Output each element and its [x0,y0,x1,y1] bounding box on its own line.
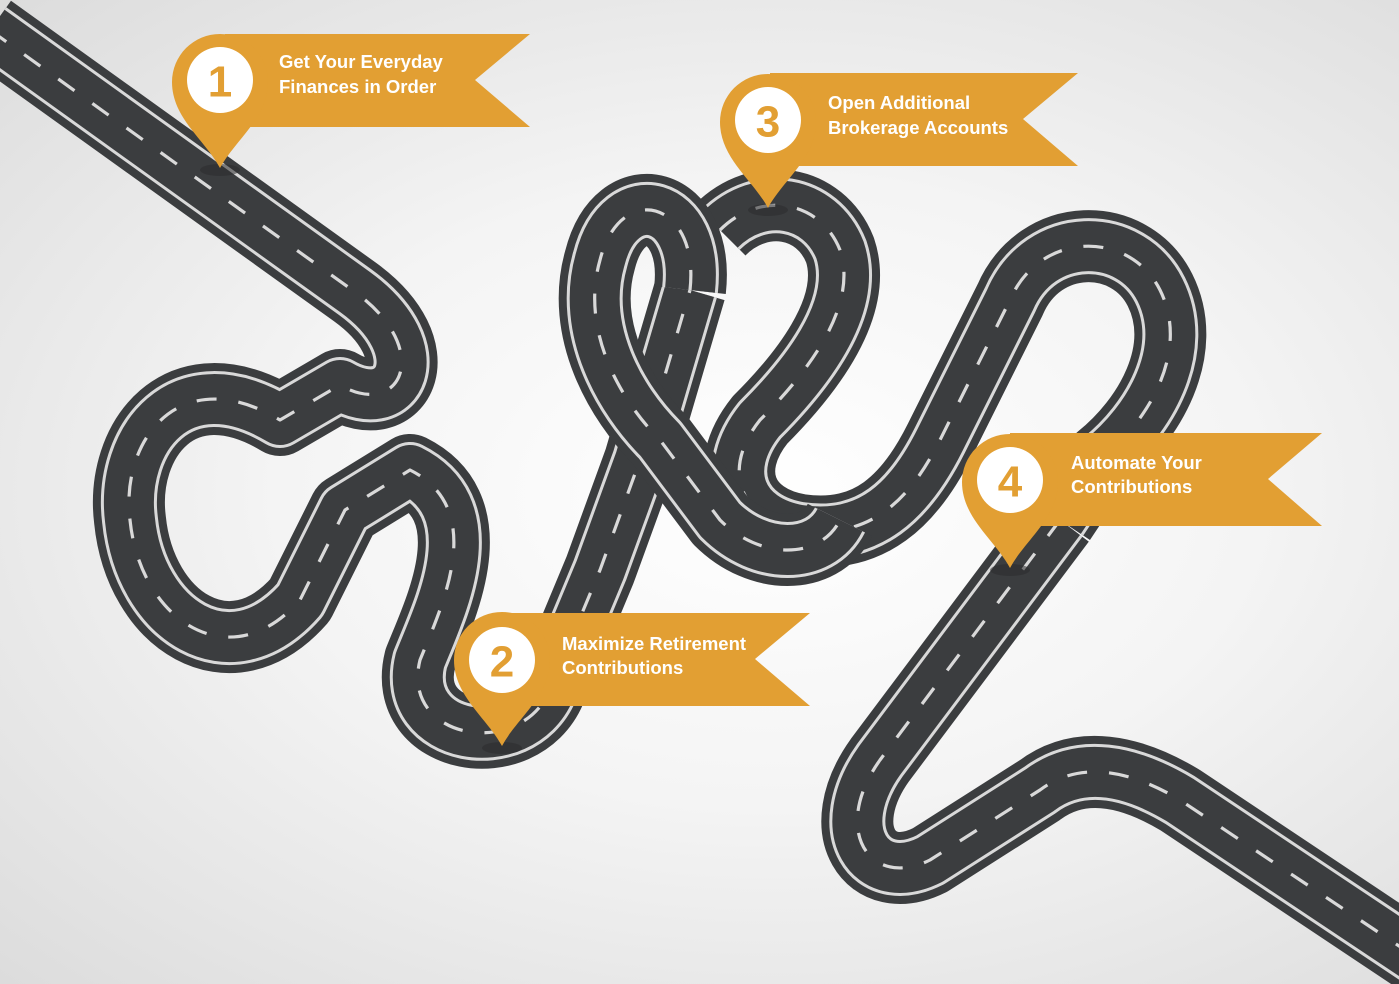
step-2-number: 2 [490,638,514,687]
step-2-label-line2: Contributions [562,657,683,678]
step-4-label-line1: Automate Your [1071,452,1202,473]
step-3-number: 3 [756,98,780,147]
step-4-label-line2: Contributions [1071,476,1192,497]
step-4-marker: 4 Automate Your Contributions [962,433,1322,576]
step-2-banner [505,613,810,706]
step-1-marker: 1 Get Your Everyday Finances in Order [172,34,530,176]
step-2-label-line1: Maximize Retirement [562,633,746,654]
step-4-banner [1010,433,1322,526]
step-3-label-line2: Brokerage Accounts [828,117,1008,138]
step-1-label-line2: Finances in Order [279,76,436,97]
road-segment-3 [558,174,873,586]
road-segment-1 [0,0,725,769]
step-3-banner [770,73,1078,166]
step-3-label-line1: Open Additional [828,92,970,113]
step-3-marker: 3 Open Additional Brokerage Accounts [720,73,1078,216]
step-2-marker: 2 Maximize Retirement Contributions [454,612,810,754]
step-1-label-line1: Get Your Everyday [279,51,444,72]
step-1-banner [225,34,530,127]
step-1-number: 1 [208,58,232,107]
road-segment-4 [821,498,1399,984]
step-4-number: 4 [998,458,1023,507]
